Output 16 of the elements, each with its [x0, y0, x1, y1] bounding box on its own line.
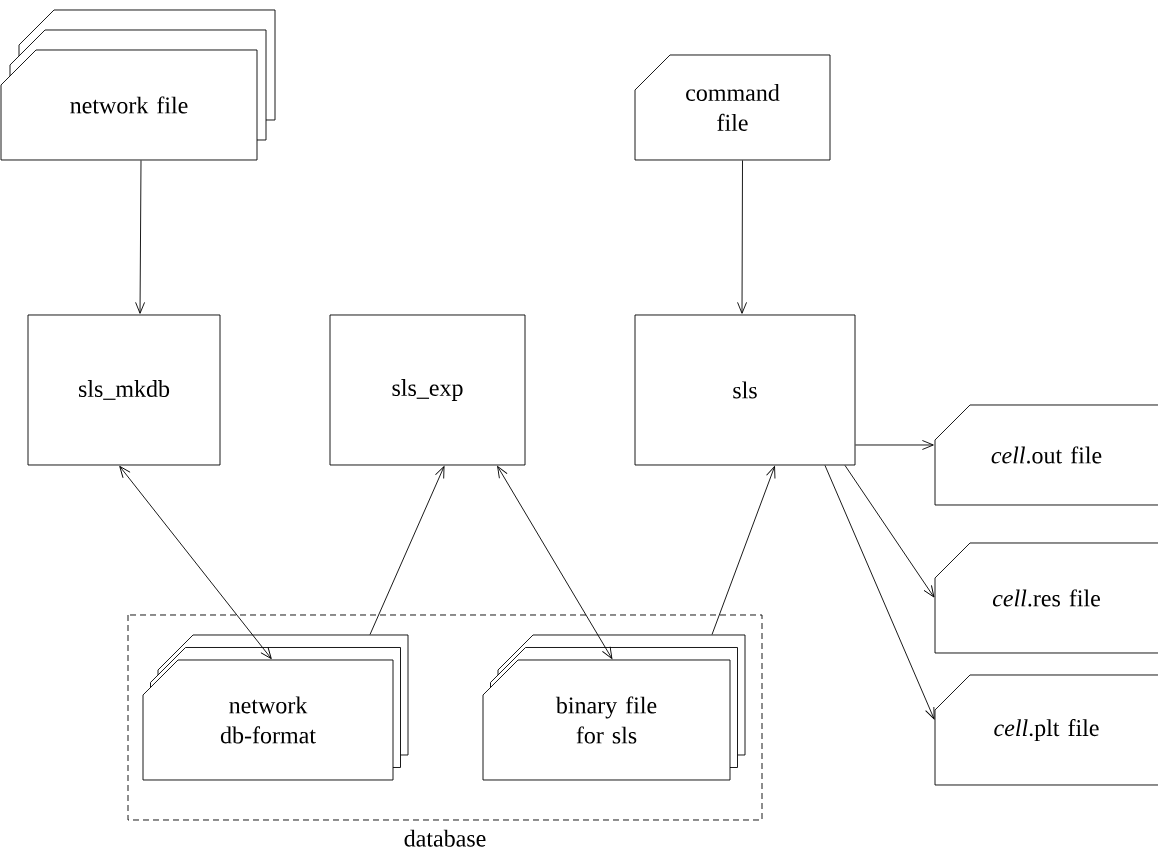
arrow [824, 465, 935, 720]
process-box: sls [634, 314, 856, 466]
document-stack: network db-format [142, 634, 409, 781]
arrow [855, 440, 934, 450]
arrow [844, 465, 935, 598]
arrow [135, 160, 146, 314]
arrow [737, 160, 747, 314]
document-stack: network file [0, 9, 276, 161]
document-stack: binary file for sls [482, 634, 746, 781]
arrow [711, 466, 776, 635]
node-label: database [404, 829, 486, 847]
process-box: sls_mkdb [27, 314, 221, 466]
arrow [497, 466, 613, 659]
arrow [369, 466, 445, 635]
arrow [119, 465, 272, 660]
process-box: sls_exp [329, 314, 526, 466]
